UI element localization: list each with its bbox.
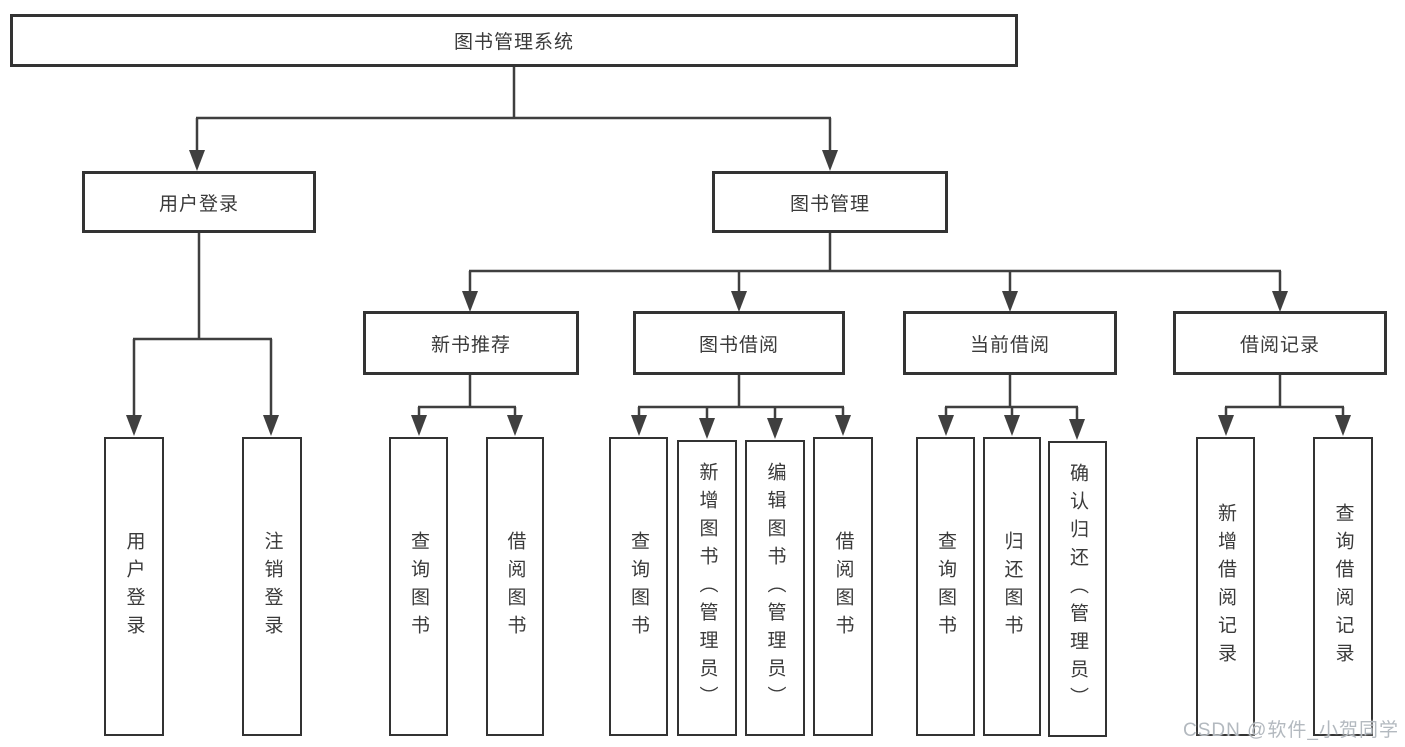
leaf-br-add-record: 新增借阅记录	[1196, 437, 1255, 736]
node-book-borrow: 图书借阅	[633, 311, 845, 375]
node-borrow-record: 借阅记录	[1173, 311, 1387, 375]
leaf-label: 查询图书	[628, 530, 649, 643]
leaf-label: 归还图书	[1001, 530, 1023, 643]
leaf-label: 借阅图书	[832, 530, 854, 643]
leaf-label: 新增图书（管理员）	[696, 462, 718, 714]
leaf-label: 查询借阅记录	[1332, 502, 1354, 671]
node-user-login: 用户登录	[82, 171, 316, 233]
leaf-label: 确认归还（管理员）	[1067, 463, 1088, 715]
leaf-logout: 注销登录	[242, 437, 302, 736]
leaf-bb-edit-book-admin: 编辑图书（管理员）	[745, 440, 805, 736]
node-new-book-recommend: 新书推荐	[363, 311, 579, 375]
leaf-nb-query-book: 查询图书	[389, 437, 448, 736]
leaf-nb-borrow-book: 借阅图书	[486, 437, 544, 736]
leaf-label: 用户登录	[123, 530, 145, 643]
leaf-label: 编辑图书（管理员）	[764, 462, 786, 714]
leaf-label: 注销登录	[261, 530, 283, 643]
leaf-label: 借阅图书	[504, 530, 526, 643]
node-book-management: 图书管理	[712, 171, 948, 233]
arrowheads-group	[126, 150, 1351, 440]
leaf-bb-borrow-book: 借阅图书	[813, 437, 873, 736]
leaf-bb-query-book: 查询图书	[609, 437, 668, 736]
leaf-cb-confirm-return-admin: 确认归还（管理员）	[1048, 441, 1107, 737]
leaf-label: 查询图书	[935, 530, 956, 643]
leaf-cb-return-book: 归还图书	[983, 437, 1041, 736]
node-current-borrow: 当前借阅	[903, 311, 1117, 375]
leaf-br-query-record: 查询借阅记录	[1313, 437, 1373, 736]
node-root: 图书管理系统	[10, 14, 1018, 67]
watermark: CSDN @软件_小贺同学	[1183, 720, 1399, 741]
leaf-user-login: 用户登录	[104, 437, 164, 736]
leaf-label: 新增借阅记录	[1215, 502, 1236, 671]
leaf-bb-add-book-admin: 新增图书（管理员）	[677, 440, 737, 736]
leaf-cb-query-book: 查询图书	[916, 437, 975, 736]
leaf-label: 查询图书	[408, 530, 429, 643]
